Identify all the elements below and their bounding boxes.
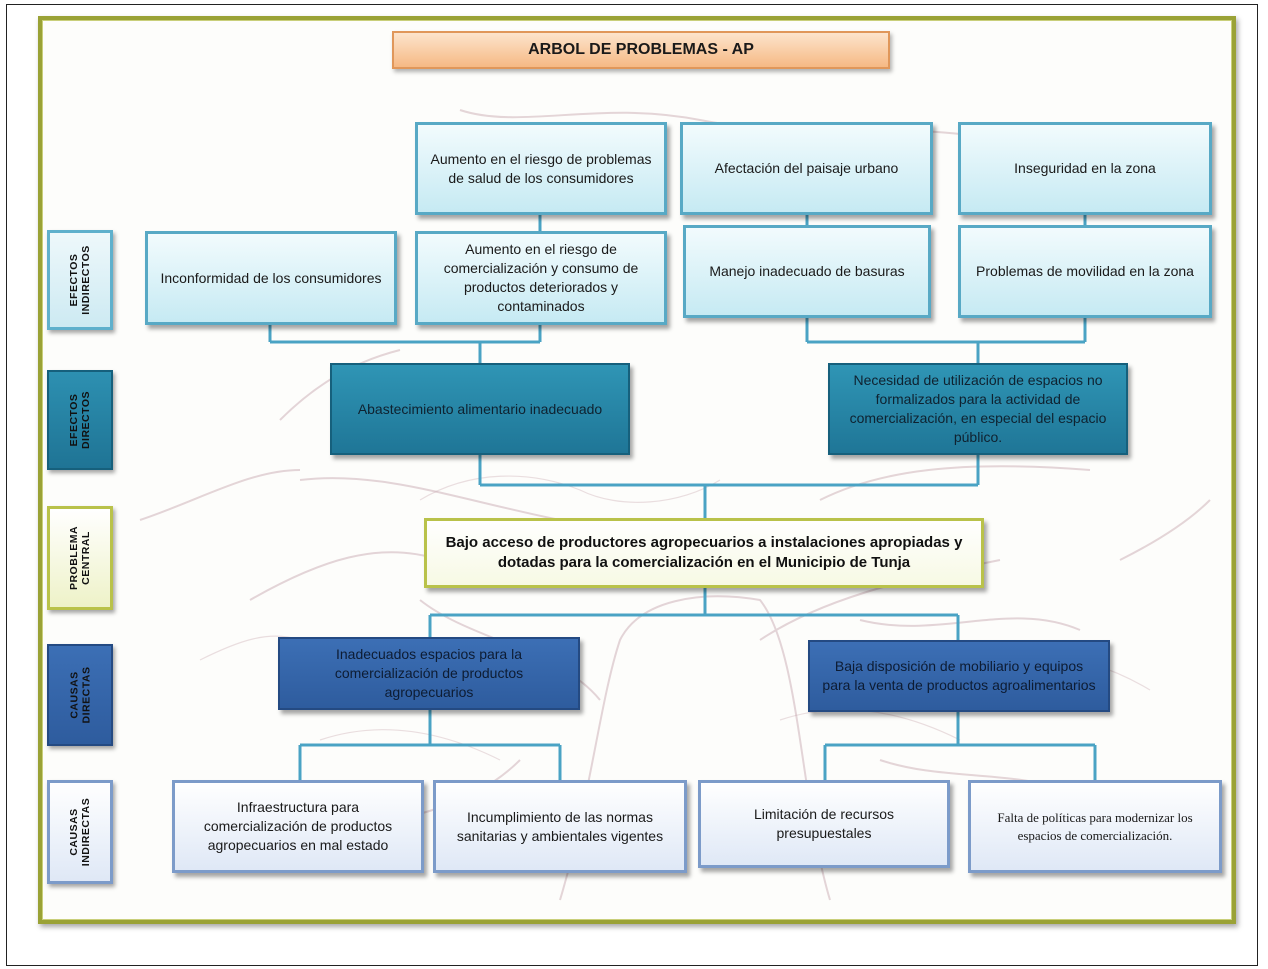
box-text: Problemas de movilidad en la zona	[976, 263, 1194, 279]
box-text: Aumento en el riesgo de problemas de sal…	[430, 150, 652, 186]
efecto-indirecto-paisaje: Afectación del paisaje urbano	[680, 122, 933, 215]
side-label-causas-indirectas: CAUSAS INDIRECTAS	[47, 780, 113, 884]
side-label-causas-directas: CAUSAS DIRECTAS	[47, 644, 113, 746]
efecto-indirecto-basuras: Manejo inadecuado de basuras	[683, 225, 931, 318]
box-text: Falta de políticas para modernizar los e…	[997, 809, 1193, 843]
causa-directa-mobiliario: Baja disposición de mobiliario y equipos…	[808, 640, 1110, 712]
causa-indirecta-recursos: Limitación de recursos presupuestales	[698, 780, 950, 868]
side-label-text: CAUSAS INDIRECTAS	[68, 797, 93, 867]
efecto-indirecto-inconformidad: Inconformidad de los consumidores	[145, 231, 397, 325]
causa-indirecta-politicas: Falta de políticas para modernizar los e…	[968, 780, 1222, 873]
efecto-indirecto-movilidad: Problemas de movilidad en la zona	[958, 225, 1212, 318]
side-label-text: EFECTOS INDIRECTOS	[68, 245, 93, 315]
box-text: Inseguridad en la zona	[1014, 160, 1156, 176]
box-text: Inconformidad de los consumidores	[160, 269, 382, 286]
efecto-directo-espacios: Necesidad de utilización de espacios no …	[828, 363, 1128, 455]
diagram-title: ARBOL DE PROBLEMAS - AP	[392, 31, 890, 69]
box-text: Limitación de recursos presupuestales	[753, 806, 895, 841]
side-label-text: PROBLEMA CENTRAL	[68, 525, 92, 591]
box-text: Necesidad de utilización de espacios no …	[849, 372, 1107, 445]
side-label-efectos-indirectos: EFECTOS INDIRECTOS	[47, 230, 113, 330]
side-label-text: EFECTOS DIRECTOS	[67, 390, 92, 450]
causa-directa-espacios: Inadecuados espacios para la comercializ…	[278, 637, 580, 710]
box-text: Abastecimiento alimentario inadecuado	[357, 400, 603, 417]
box-text: Aumento en el riesgo de comercialización…	[443, 241, 639, 314]
box-text: Manejo inadecuado de basuras	[709, 263, 905, 279]
box-text: Baja disposición de mobiliario y equipos…	[822, 658, 1096, 693]
side-label-problema-central: PROBLEMA CENTRAL	[47, 506, 113, 610]
page-border	[6, 4, 1258, 966]
box-text: Afectación del paisaje urbano	[714, 160, 899, 176]
side-label-text: CAUSAS DIRECTAS	[67, 666, 92, 724]
causa-indirecta-infraestructura: Infraestructura para comercialización de…	[172, 780, 424, 873]
box-text: Infraestructura para comercialización de…	[203, 799, 393, 853]
box-text: Bajo acceso de productores agropecuarios…	[445, 534, 963, 571]
efecto-directo-abastecimiento: Abastecimiento alimentario inadecuado	[330, 363, 630, 455]
box-text: Inadecuados espacios para la comercializ…	[334, 646, 524, 700]
box-text: Incumplimiento de las normas sanitarias …	[456, 808, 664, 844]
efecto-indirecto-salud: Aumento en el riesgo de problemas de sal…	[415, 122, 667, 215]
efecto-indirecto-comercializacion: Aumento en el riesgo de comercialización…	[415, 231, 667, 325]
side-label-efectos-directos: EFECTOS DIRECTOS	[47, 370, 113, 470]
efecto-indirecto-inseguridad: Inseguridad en la zona	[958, 122, 1212, 215]
problema-central: Bajo acceso de productores agropecuarios…	[424, 518, 984, 588]
causa-indirecta-normas: Incumplimiento de las normas sanitarias …	[433, 780, 687, 873]
